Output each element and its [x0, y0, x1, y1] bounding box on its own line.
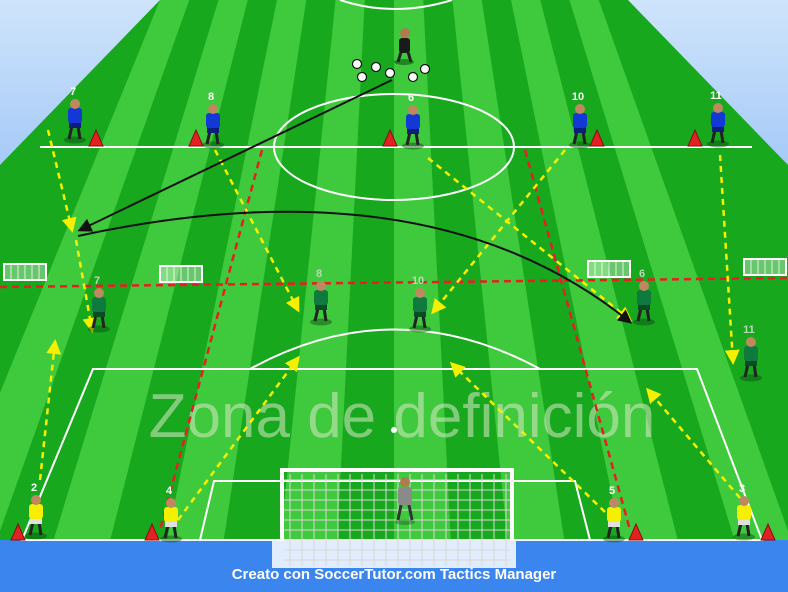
yellow-player-3: 3 [733, 483, 755, 541]
cone [10, 522, 26, 541]
cone [188, 128, 204, 147]
player-number: 6 [408, 92, 414, 104]
footer-credit: Creato con SoccerTutor.com Tactics Manag… [231, 566, 557, 583]
balls [351, 58, 431, 83]
run-arrow [718, 154, 740, 365]
goalkeeper [395, 477, 415, 525]
mini-goal [743, 258, 787, 276]
penalty-spot [391, 427, 397, 433]
mini-goals [3, 258, 787, 283]
run-arrow [449, 361, 606, 513]
centre-circle [273, 93, 515, 201]
pass-arrow [77, 210, 633, 324]
pass-arrow [77, 79, 393, 232]
goal-area [198, 480, 592, 541]
green-player-10: 10 [409, 275, 431, 333]
player-number: 8 [208, 91, 214, 103]
mini-goal [587, 260, 631, 278]
cones [10, 128, 776, 541]
player-number: 4 [166, 485, 173, 497]
cone [382, 128, 398, 147]
goal-frame [280, 468, 514, 540]
run-arrow [38, 339, 62, 481]
player-number: 7 [94, 275, 100, 287]
run-arrow [74, 239, 98, 333]
player-number: 6 [639, 268, 645, 280]
cone [88, 128, 104, 147]
green-player-11: 11 [740, 324, 762, 382]
player-number: 8 [316, 268, 322, 280]
player-number: 11 [710, 90, 722, 102]
player-number: 10 [412, 275, 424, 287]
pass-arrows [77, 79, 633, 324]
goal-base [272, 540, 516, 568]
ball [356, 71, 368, 83]
grass [0, 0, 788, 540]
ball [384, 67, 396, 79]
blue-player-11: 11 [707, 90, 729, 148]
penalty-arc [249, 328, 541, 370]
blue-player-8: 8 [202, 91, 224, 149]
ball [370, 61, 382, 73]
yellow-player-2: 2 [25, 482, 47, 540]
grass-stripe [53, 0, 248, 540]
grass-stripe [0, 0, 190, 540]
yellow-player-5: 5 [603, 485, 625, 543]
players: 7 8 6 10 11 7 8 10 6 11 2 4 5 3 [25, 86, 762, 543]
blue-player-7: 7 [64, 86, 86, 144]
zone-title: Zona de definición [149, 382, 656, 451]
ball [419, 63, 431, 75]
ball [407, 71, 419, 83]
cone [687, 128, 703, 147]
player-number: 7 [70, 86, 76, 98]
yellow-player-4: 4 [160, 485, 182, 543]
run-arrow [213, 149, 300, 313]
player-number: 3 [739, 483, 745, 495]
grass-stripe [452, 0, 565, 540]
player-number: 5 [609, 485, 615, 497]
mini-goal [159, 265, 203, 283]
grass-stripe [569, 0, 788, 540]
blue-player-10: 10 [569, 91, 591, 149]
player-number: 2 [31, 482, 37, 494]
grass-stripe [280, 0, 365, 540]
player-number: 11 [743, 324, 755, 336]
cone [589, 128, 605, 147]
run-arrow [431, 149, 566, 315]
green-player-6: 6 [633, 268, 655, 326]
coach [394, 28, 414, 65]
cone [628, 522, 644, 541]
player-number: 10 [572, 91, 584, 103]
run-arrow [176, 355, 300, 521]
green-player-8: 8 [310, 268, 332, 326]
goal [272, 468, 516, 568]
run-arrows [38, 129, 741, 521]
grass-stripe [511, 0, 678, 540]
cone [144, 522, 160, 541]
grass-stripe [167, 0, 307, 540]
cone [760, 522, 776, 541]
green-player-7: 7 [88, 275, 110, 333]
right-channel-line [523, 149, 632, 531]
ball [351, 58, 363, 70]
run-arrow [646, 387, 741, 499]
blue-player-6: 6 [402, 92, 424, 150]
mini-goal [3, 263, 47, 281]
top-arc [339, 0, 453, 10]
